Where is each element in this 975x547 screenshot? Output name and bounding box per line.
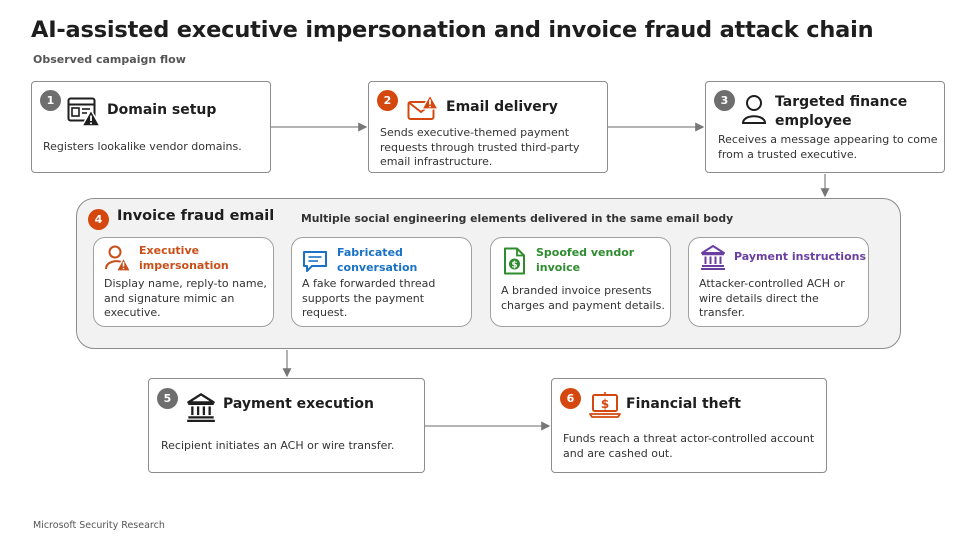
element-description: A fake forwarded thread supports the pay…: [302, 277, 436, 319]
step-card-domain-setup: [31, 81, 271, 173]
chat-bubble-icon: [303, 251, 327, 272]
step-card-targeted-employee: [705, 81, 945, 173]
step-badge-4: 4: [88, 209, 109, 230]
step-card-email-delivery: [368, 81, 608, 173]
element-description: Attacker-controlled ACH or wire details …: [699, 277, 845, 319]
element-card-executive-impersonation: [93, 237, 274, 327]
page-title: AI-assisted executive impersonation and …: [31, 17, 874, 43]
step-description: Funds reach a threat actor-controlled ac…: [563, 432, 815, 460]
step-card-payment-execution: [148, 378, 425, 473]
step-title: Payment execution: [223, 396, 375, 412]
element-title: Payment instructions: [734, 250, 867, 263]
step-badge-1: 1: [40, 90, 61, 111]
invoice-document-icon: $: [504, 247, 525, 275]
step-description: Recipient initiates an ACH or wire trans…: [161, 439, 395, 452]
step-description: Registers lookalike vendor domains.: [43, 140, 242, 153]
element-title: Executive impersonation: [139, 244, 229, 272]
bank-icon: [187, 393, 215, 422]
svg-text:$: $: [511, 261, 517, 271]
group-subtitle: Multiple social engineering elements del…: [301, 212, 734, 225]
element-title: Spoofed vendor invoice: [536, 246, 635, 274]
bank-icon: [701, 245, 725, 270]
step-title: Domain setup: [107, 102, 217, 118]
element-card-fabricated-conversation: [291, 237, 472, 327]
website-warning-icon: [67, 97, 101, 127]
step-badge-2: 2: [377, 90, 398, 111]
svg-text:$: $: [601, 397, 609, 411]
page-subtitle: Observed campaign flow: [33, 53, 186, 66]
step-badge-5: 5: [157, 388, 178, 409]
laptop-money-icon: $: [589, 392, 621, 418]
group-title: Invoice fraud email: [117, 208, 275, 224]
step-badge-6: 6: [560, 388, 581, 409]
step-title: Targeted finance employee: [775, 94, 908, 129]
step-title: Financial theft: [626, 396, 741, 412]
envelope-warning-icon: [407, 94, 439, 120]
step-title: Email delivery: [446, 99, 558, 115]
step-badge-3: 3: [714, 90, 735, 111]
step-card-financial-theft: [551, 378, 827, 473]
footer-credit: Microsoft Security Research: [33, 520, 165, 531]
element-description: Display name, reply-to name, and signatu…: [104, 277, 267, 319]
step-description: Sends executive-themed payment requests …: [380, 126, 580, 168]
step-description: Receives a message appearing to come fro…: [718, 133, 938, 161]
person-icon: [741, 95, 767, 124]
element-title: Fabricated conversation: [337, 246, 418, 274]
person-warning-icon: [105, 245, 131, 272]
element-description: A branded invoice presents charges and p…: [501, 284, 665, 312]
